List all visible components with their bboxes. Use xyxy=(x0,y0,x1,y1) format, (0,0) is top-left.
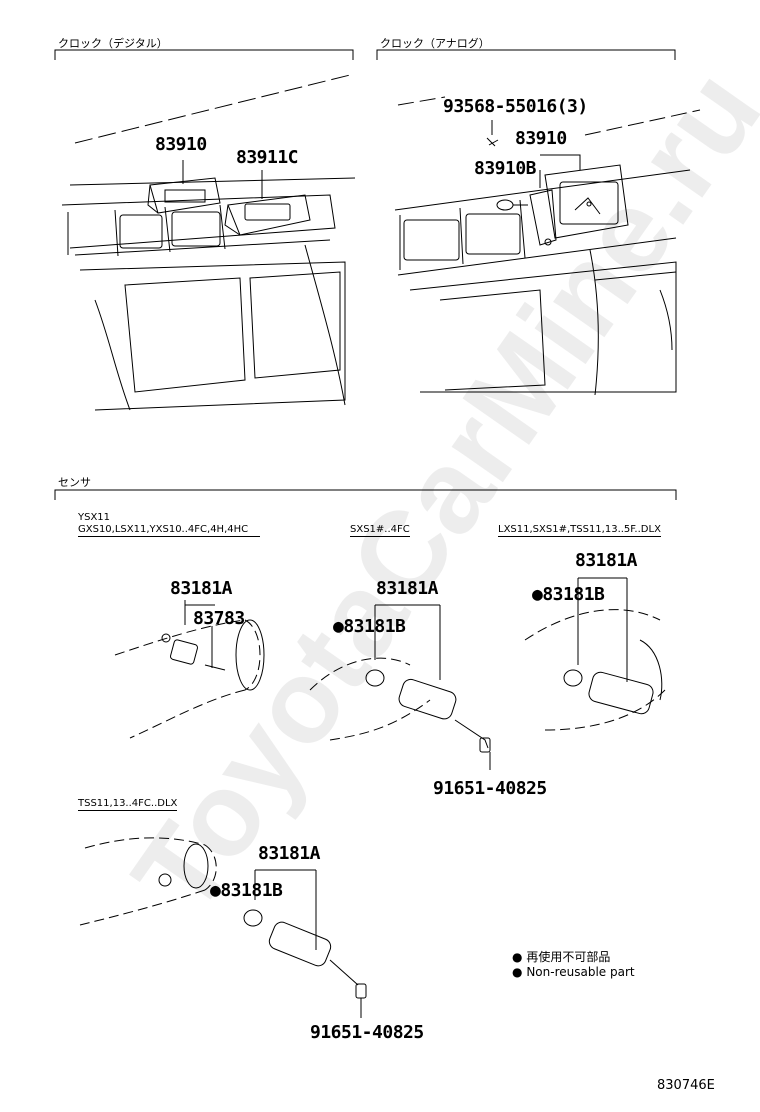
part-number-83181a-v2[interactable]: 83181A xyxy=(376,578,439,599)
non-reusable-marker: ● xyxy=(333,616,344,637)
part-number-83783[interactable]: 83783 xyxy=(193,608,245,629)
part-number-91651-40825-v4[interactable]: 91651-40825 xyxy=(310,1022,424,1043)
variant-1-line-1: YSX11 xyxy=(78,512,111,523)
non-reusable-marker: ● xyxy=(532,584,543,605)
sensor-variant-3-illustration xyxy=(524,577,666,731)
sensor-variant-2-illustration xyxy=(309,604,491,770)
part-number-83181a-v4[interactable]: 83181A xyxy=(258,843,321,864)
legend-marker-icon: ● xyxy=(512,950,523,964)
diagram-code: 830746E xyxy=(657,1078,715,1093)
sensor-title: センサ xyxy=(58,476,91,489)
part-number-83181b-v4[interactable]: ●83181B xyxy=(210,880,283,901)
part-number-83181b-v3[interactable]: ●83181B xyxy=(532,584,605,605)
variant-3-title: LXS11,SXS1#,TSS11,13..5F..DLX xyxy=(498,524,661,537)
sensor-variant-4-illustration xyxy=(79,837,367,1018)
variant-1-line-2: GXS10,LSX11,YXS10..4FC,4H,4HC xyxy=(78,524,260,537)
part-number-83911c[interactable]: 83911C xyxy=(236,147,299,168)
sensor-variant-1-illustration xyxy=(114,600,265,739)
part-number-93568-55016[interactable]: 93568-55016(3) xyxy=(443,96,588,117)
non-reusable-marker: ● xyxy=(210,880,221,901)
digital-clock-bracket xyxy=(54,49,354,60)
part-number-83910-analog[interactable]: 83910 xyxy=(515,128,567,149)
part-number-83910b[interactable]: 83910B xyxy=(474,158,537,179)
part-number-83910[interactable]: 83910 xyxy=(155,134,207,155)
part-number-83181a-v1[interactable]: 83181A xyxy=(170,578,233,599)
variant-4-title: TSS11,13..4FC..DLX xyxy=(78,798,178,811)
digital-clock-title: クロック（デジタル） xyxy=(58,37,168,50)
digital-dashboard-illustration xyxy=(61,74,356,411)
variant-2-title: SXS1#..4FC xyxy=(350,524,410,537)
legend-marker-icon: ● xyxy=(512,965,523,979)
sensor-bracket xyxy=(54,489,677,500)
analog-clock-title: クロック（アナログ） xyxy=(380,37,490,50)
analog-dashboard-illustration xyxy=(394,96,701,396)
part-number-91651-40825-v2[interactable]: 91651-40825 xyxy=(433,778,547,799)
analog-clock-bracket xyxy=(376,49,676,60)
legend-en: ● Non-reusable part xyxy=(512,965,635,979)
legend-jp: ● 再使用不可部品 xyxy=(512,950,611,964)
part-number-83181b-v2[interactable]: ●83181B xyxy=(333,616,406,637)
part-number-83181a-v3[interactable]: 83181A xyxy=(575,550,638,571)
